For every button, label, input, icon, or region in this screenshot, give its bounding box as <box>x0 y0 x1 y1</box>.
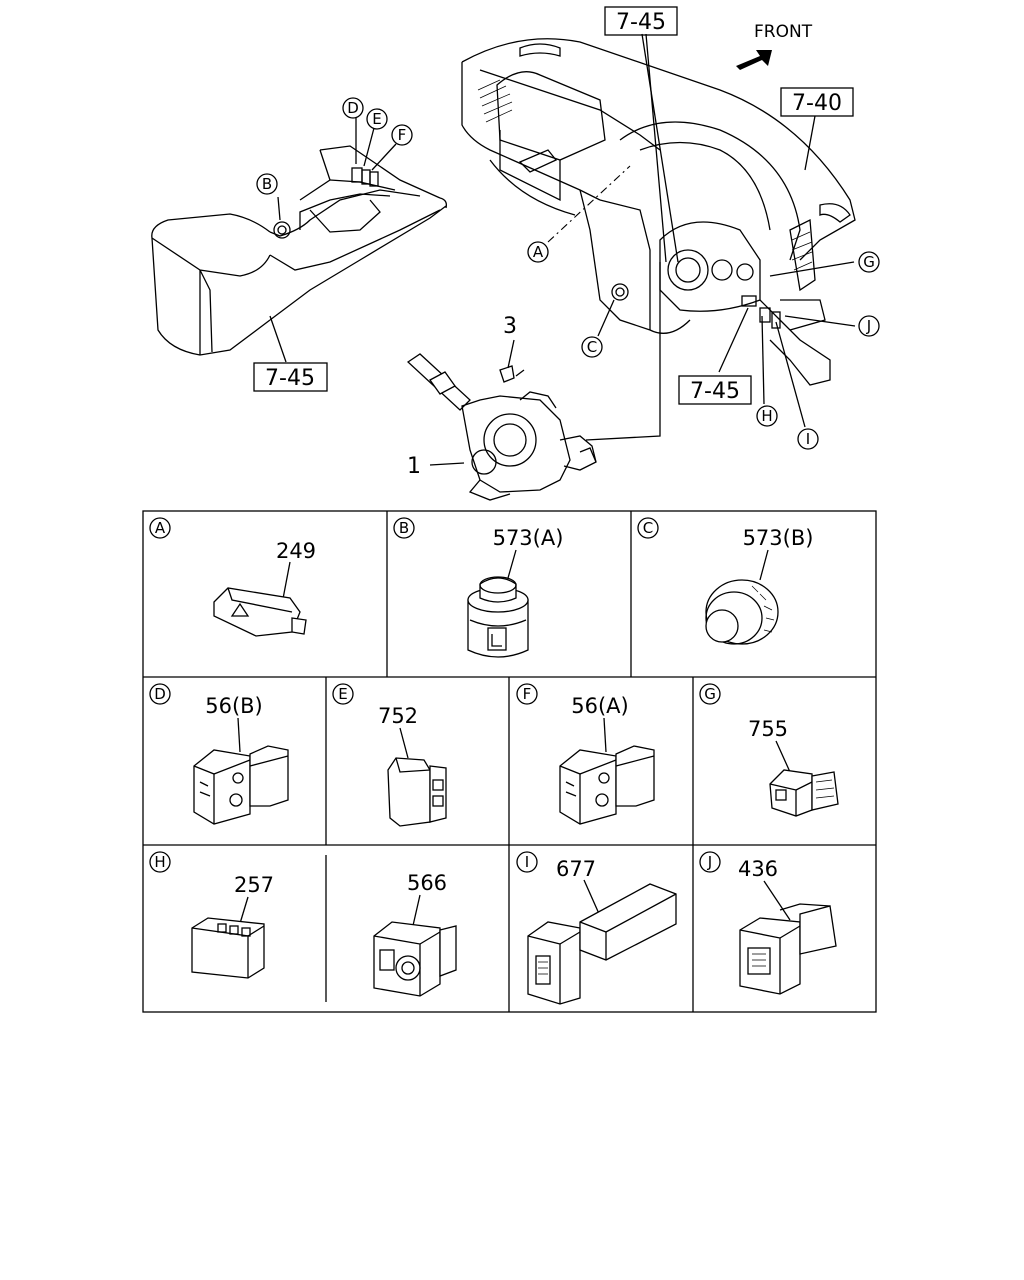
parts-grid <box>142 510 877 1013</box>
svg-text:I: I <box>806 430 810 448</box>
svg-text:H: H <box>761 407 772 425</box>
part-label-e: 752 <box>378 704 418 728</box>
svg-text:G: G <box>704 685 716 703</box>
center-console-drawing <box>151 145 448 356</box>
part-label-d: 56(B) <box>205 694 263 718</box>
callout-1: 1 <box>407 454 421 479</box>
locator-g: G <box>858 251 880 273</box>
locator-e: E <box>366 108 388 130</box>
reference-box-dash: 7-40 <box>780 87 854 117</box>
svg-text:B: B <box>399 519 409 537</box>
part-label-g: 755 <box>748 717 788 741</box>
cell-e: E 752 <box>332 683 447 827</box>
svg-text:A: A <box>155 519 166 537</box>
locator-h: H <box>756 405 778 427</box>
part-label-566: 566 <box>407 871 447 895</box>
locator-f: F <box>391 124 413 146</box>
locator-d: D <box>342 97 364 119</box>
svg-text:B: B <box>262 175 272 193</box>
cell-566: 566 <box>373 871 457 997</box>
svg-text:E: E <box>338 685 347 703</box>
svg-text:C: C <box>587 338 597 356</box>
locator-a: A <box>527 241 549 263</box>
svg-text:J: J <box>707 853 712 871</box>
cell-d: D 56(B) <box>149 683 289 825</box>
svg-text:7-45: 7-45 <box>265 366 315 391</box>
cell-a: A 249 <box>149 517 316 637</box>
locator-j: J <box>858 315 880 337</box>
cell-j: J 436 <box>699 851 837 995</box>
svg-text:7-45: 7-45 <box>616 10 666 35</box>
svg-text:D: D <box>347 99 359 117</box>
locator-b: B <box>256 173 278 195</box>
cell-h: H 257 <box>149 851 274 979</box>
leader-lines <box>269 33 856 466</box>
svg-text:A: A <box>533 243 544 261</box>
reference-box-console: 7-45 <box>253 362 328 392</box>
svg-text:G: G <box>863 253 875 271</box>
front-label: FRONT <box>754 22 813 42</box>
callout-3: 3 <box>503 314 517 339</box>
locator-i: I <box>797 428 819 450</box>
dashboard-drawing <box>461 38 856 386</box>
combination-switch-drawing <box>406 353 597 501</box>
svg-text:F: F <box>398 126 407 144</box>
part-label-h: 257 <box>234 873 274 897</box>
cell-b: B 573(A) <box>393 517 564 658</box>
svg-text:H: H <box>154 853 165 871</box>
svg-text:C: C <box>643 519 653 537</box>
part-label-a: 249 <box>276 539 316 563</box>
reference-box-top: 7-45 <box>604 6 678 36</box>
cell-i: I 677 <box>516 851 677 1005</box>
svg-text:E: E <box>372 110 381 128</box>
svg-text:D: D <box>154 685 166 703</box>
locator-c: C <box>581 336 603 358</box>
svg-text:I: I <box>525 853 529 871</box>
front-arrow-icon <box>736 50 772 70</box>
part-label-f: 56(A) <box>571 694 628 718</box>
cell-g: G 755 <box>699 683 839 817</box>
svg-text:F: F <box>523 685 532 703</box>
part-label-b: 573(A) <box>493 526 564 550</box>
part-label-c: 573(B) <box>743 526 814 550</box>
part-label-i: 677 <box>556 857 596 881</box>
cell-c: C 573(B) <box>637 517 814 645</box>
part-label-j: 436 <box>738 857 778 881</box>
cell-f: F 56(A) <box>516 683 655 825</box>
svg-text:7-40: 7-40 <box>792 91 842 116</box>
reference-box-lower-dash: 7-45 <box>678 375 752 405</box>
svg-text:J: J <box>866 317 871 335</box>
svg-text:7-45: 7-45 <box>690 379 740 404</box>
